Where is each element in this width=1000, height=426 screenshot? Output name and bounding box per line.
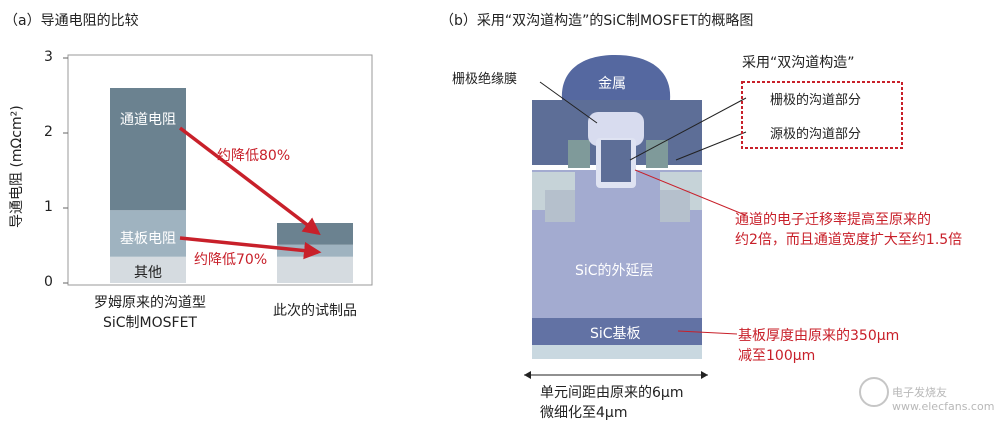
category-label-1-line1: 罗姆原来的沟道型 [94, 295, 206, 311]
bar-1-segment-3 [110, 88, 186, 211]
p-deep-left [545, 190, 575, 222]
pitch-arrow-left-head [524, 371, 531, 379]
category-label-1: 罗姆原来的沟道型 SiC制MOSFET [70, 292, 230, 332]
pointer-source-trench [675, 131, 747, 161]
label-source-trench: 源极的沟道部分 [770, 127, 862, 142]
source-trench-left [568, 140, 590, 168]
label-reduce-80: 约降低80% [217, 148, 291, 164]
label-mobility-line1: 通道的电子迁移率提高至原来的 [735, 212, 931, 228]
panel-a-title: （a）导通电阻的比较 [4, 13, 139, 29]
label-gate-insulator: 栅极绝缘膜 [452, 72, 518, 87]
watermark-logo-icon [859, 377, 889, 407]
bar-1-segment-2 [110, 210, 186, 257]
pointer-mobility [634, 169, 746, 216]
dual-trench-box [741, 81, 903, 149]
ytick-3: 3 [44, 49, 53, 65]
label-thickness-line1: 基板厚度由原来的350μm [738, 328, 900, 344]
gate-electrode [601, 140, 631, 182]
label-cell-pitch: 单元间距由原来的6μm 微细化至4μm [540, 383, 683, 423]
watermark: 电子发烧友 www.elecfans.com [892, 386, 995, 413]
arrow-reduce-80 [178, 126, 321, 236]
ytick-2: 2 [44, 124, 53, 140]
gate-insulator-shape [588, 112, 644, 146]
label-metal: 金属 [598, 76, 626, 92]
y-axis-label: 导通电阻 (mΩcm²) [9, 105, 25, 228]
bars-group [110, 88, 353, 283]
label-channel-resistance: 通道电阻 [120, 112, 176, 128]
source-trench-right [646, 140, 668, 168]
substrate-layer [532, 318, 702, 345]
label-substrate: SiC基板 [590, 326, 641, 342]
label-gate-trench: 栅极的沟道部分 [770, 93, 862, 108]
label-thickness: 基板厚度由原来的350μm 减至100μm [738, 326, 899, 366]
category-label-1-line2: SiC制MOSFET [103, 315, 197, 331]
label-other: 其他 [134, 265, 162, 281]
pointer-thickness [677, 330, 738, 335]
panel-b-title: （b）采用“双沟道构造”的SiC制MOSFET的概略图 [440, 13, 754, 29]
ytick-1: 1 [44, 199, 53, 215]
label-mobility: 通道的电子迁移率提高至原来的 约2倍，而且通道宽度扩大至约1.5倍 [735, 210, 962, 250]
bar-1-segment-1 [110, 256, 186, 283]
bar-2-segment-1 [277, 256, 353, 283]
arrow-reduce-70 [179, 236, 322, 260]
pointer-gate-trench [629, 97, 747, 161]
label-cell-pitch-line2: 微细化至4μm [540, 405, 628, 421]
ytick-0: 0 [44, 274, 53, 290]
label-mobility-line2: 约2倍，而且通道宽度扩大至约1.5倍 [735, 232, 963, 248]
bar-2-segment-3 [277, 223, 353, 245]
label-reduce-70: 约降低70% [194, 252, 268, 268]
metal-dome [561, 55, 671, 100]
label-dual-trench: 采用“双沟道构造” [742, 55, 855, 71]
label-epi-layer: SiC的外延层 [575, 263, 654, 279]
label-substrate-resistance: 基板电阻 [120, 231, 176, 247]
drain-layer [532, 345, 702, 359]
label-thickness-line2: 减至100μm [738, 348, 816, 364]
pitch-arrow-right-head [701, 371, 708, 379]
label-cell-pitch-line1: 单元间距由原来的6μm [540, 385, 684, 401]
category-label-2: 此次的试制品 [273, 303, 357, 319]
p-deep-right [660, 190, 690, 222]
pointer-gate-insulator [539, 81, 598, 124]
